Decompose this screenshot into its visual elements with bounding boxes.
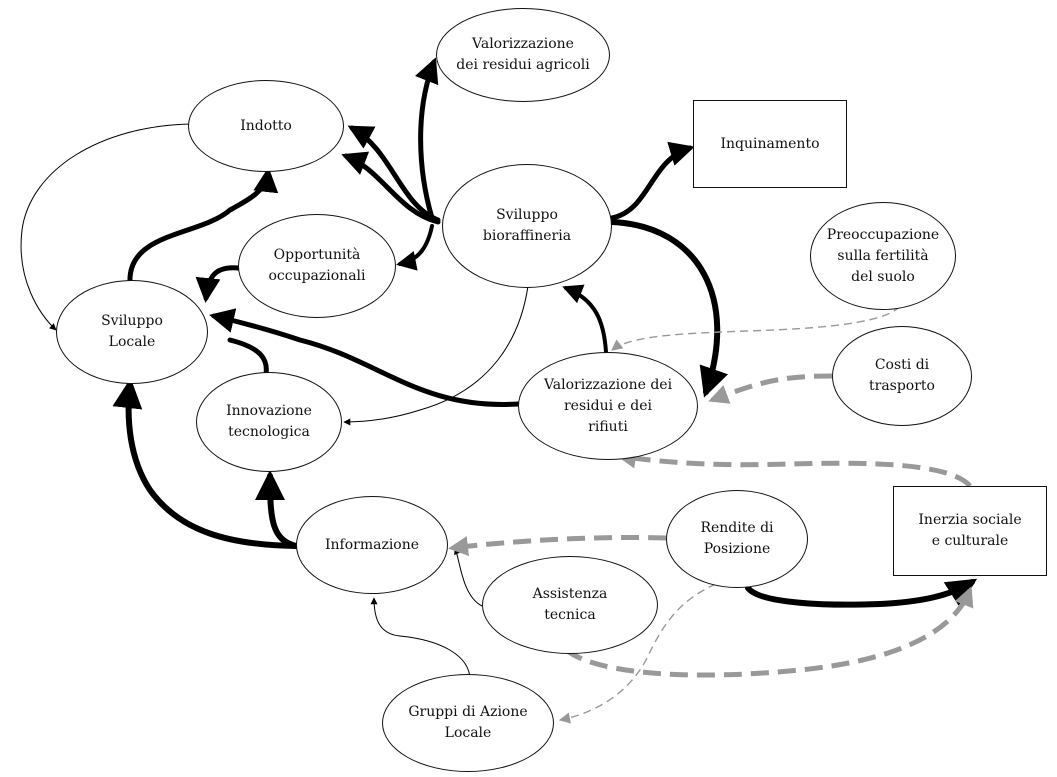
arrow-opportunita-to-sviluppo-locale xyxy=(195,265,241,303)
node-label: Opportunità occupazionali xyxy=(268,247,366,284)
arrow-assistenza-to-inerzia xyxy=(564,586,974,678)
arrow-innovazione-to-sviluppo-locale xyxy=(227,337,269,377)
node-label: Rendite di Posizione xyxy=(700,520,774,557)
arrow-residui-rifiuti-to-bioraffineria xyxy=(562,284,608,354)
arrow-bioraffineria-to-opportunita xyxy=(396,224,434,271)
arrow-costi-trasporto-to-residui-rifiuti xyxy=(708,373,833,404)
node-informazione: Informazione xyxy=(296,496,448,594)
arrow-bioraffineria-to-indotto-upper xyxy=(347,125,441,223)
node-label: Innovazione tecnologica xyxy=(226,403,312,440)
node-opportunita-occupazionali: Opportunità occupazionali xyxy=(238,214,396,318)
arrow-informazione-to-innovazione xyxy=(255,470,299,549)
node-label: Indotto xyxy=(240,117,292,134)
node-inerzia-sociale: Inerzia sociale e culturale xyxy=(893,486,1047,576)
node-costi-trasporto: Costi di trasporto xyxy=(832,326,972,426)
arrow-bioraffineria-to-innovazione xyxy=(343,285,529,426)
arrow-informazione-to-sviluppo-locale xyxy=(112,378,299,549)
arrow-indotto-to-sviluppo-locale xyxy=(20,123,191,331)
node-indotto: Indotto xyxy=(188,80,344,172)
node-label: Inerzia sociale e culturale xyxy=(918,512,1022,549)
node-label: Gruppi di Azione Locale xyxy=(408,704,528,741)
node-label: Preoccupazione sulla fertilità del suolo xyxy=(826,226,940,285)
arrow-inerzia-to-residui-rifiuti xyxy=(616,448,972,488)
arrow-residui-rifiuti-to-sviluppo-locale xyxy=(209,308,521,407)
node-sviluppo-bioraffineria: Sviluppo bioraffineria xyxy=(442,164,612,288)
arrow-sviluppo-locale-to-indotto xyxy=(127,167,279,285)
arrow-assistenza-to-informazione xyxy=(454,547,483,607)
arrow-bioraffineria-to-indotto-lower xyxy=(341,151,441,225)
arrow-rendite-to-inerzia xyxy=(745,578,978,608)
node-gruppi-azione-locale: Gruppi di Azione Locale xyxy=(382,674,554,772)
node-sviluppo-locale: Sviluppo Locale xyxy=(56,280,208,384)
node-label: Inquinamento xyxy=(720,135,820,152)
arrow-rendite-to-gruppi xyxy=(558,583,717,724)
node-rendite-posizione: Rendite di Posizione xyxy=(666,490,808,588)
node-label: Costi di trasporto xyxy=(869,357,935,394)
node-label: Valorizzazione dei residui agricoli xyxy=(456,36,590,73)
node-label: Sviluppo bioraffineria xyxy=(482,207,572,244)
node-label: Informazione xyxy=(324,536,420,553)
arrow-rendite-to-informazione xyxy=(448,535,667,557)
node-assistenza-tecnica: Assistenza tecnica xyxy=(482,556,658,654)
node-valorizzazione-residui-rifiuti: Valorizzazione dei residui e dei rifiuti xyxy=(518,352,698,460)
arrow-bioraffineria-to-inquinamento xyxy=(609,141,695,221)
arrow-preoccupazione-to-residui-rifiuti xyxy=(611,305,901,351)
node-inquinamento: Inquinamento xyxy=(693,100,847,188)
arrow-gruppi-to-informazione xyxy=(370,597,471,681)
node-label: Sviluppo Locale xyxy=(101,313,163,350)
node-label: Assistenza tecnica xyxy=(532,586,608,623)
node-innovazione-tecnologica: Innovazione tecnologica xyxy=(196,372,342,472)
node-label: Valorizzazione dei residui e dei rifiuti xyxy=(543,376,673,435)
arrow-bioraffineria-to-residui-agricoli xyxy=(415,57,439,221)
node-preoccupazione-fertilita: Preoccupazione sulla fertilità del suolo xyxy=(810,202,956,310)
arrow-bioraffineria-to-residui-rifiuti xyxy=(609,219,729,398)
node-valorizzazione-residui-agricoli: Valorizzazione dei residui agricoli xyxy=(436,8,610,102)
